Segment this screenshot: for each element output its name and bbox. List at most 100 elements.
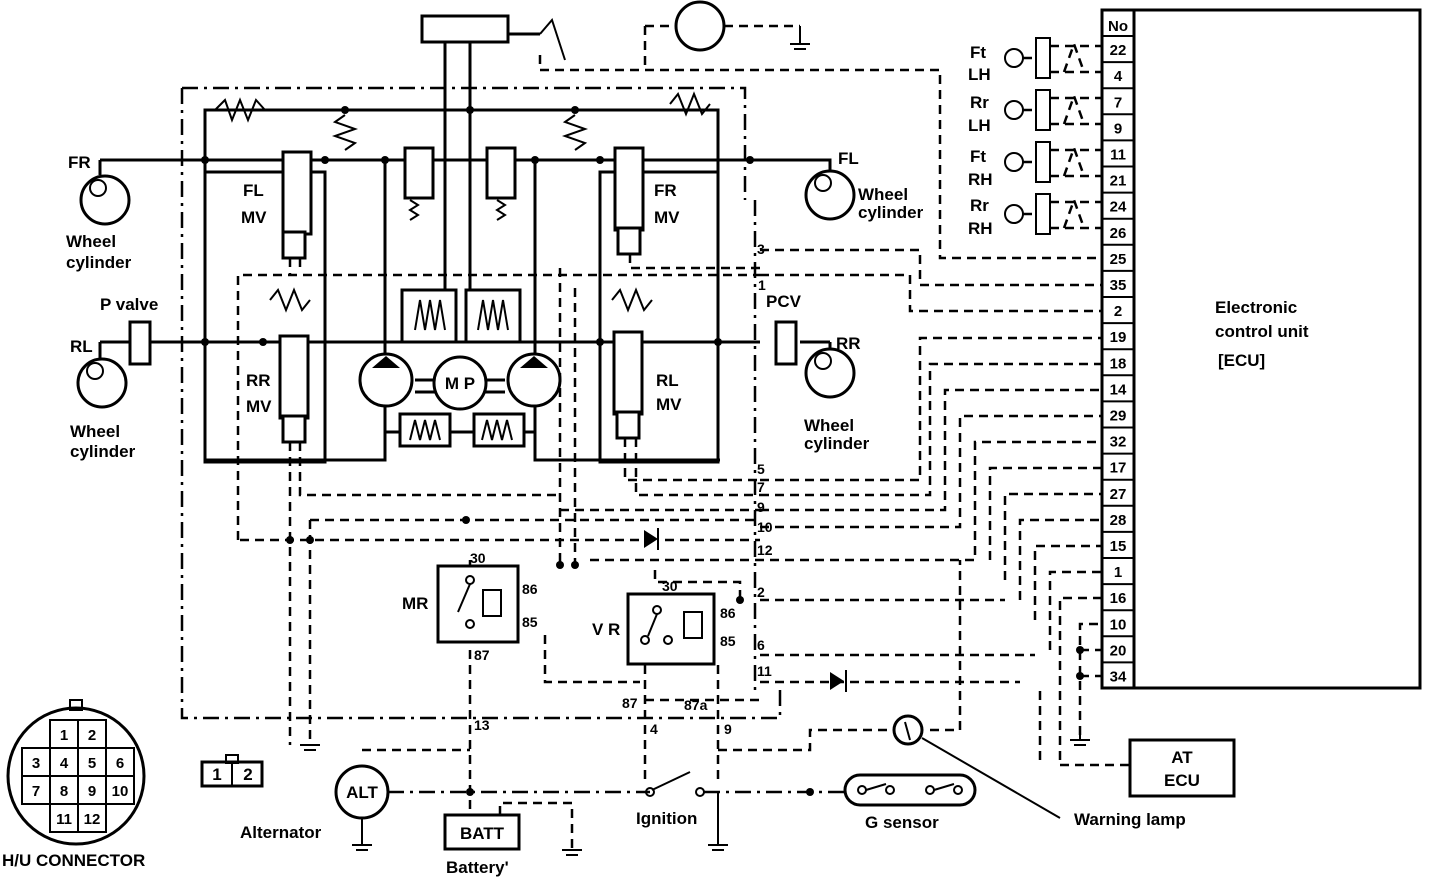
junction-dot — [381, 156, 389, 164]
ecu-pin-29: 29 — [1110, 408, 1127, 425]
sensor-wire-2 — [1023, 144, 1102, 178]
wire-numbers: 3 1 5 7 9 10 12 2 6 11 13 4 9 — [474, 241, 773, 737]
wire-4: 4 — [650, 721, 658, 737]
sensor-ftrh-l1: Ft — [970, 147, 986, 166]
junction-dot — [596, 338, 604, 346]
sensor-element-2 — [1035, 141, 1051, 183]
label-rr: RR — [836, 334, 861, 353]
hu-pin-2: 2 — [88, 727, 96, 744]
label-rl-mv-1: RL — [656, 371, 679, 390]
vr-pin-30: 30 — [662, 578, 678, 594]
ecu-pin-16: 16 — [1110, 590, 1127, 607]
top-indicator — [674, 0, 726, 52]
pump-left — [358, 352, 414, 408]
label-rr-wheel: Wheel — [804, 416, 854, 435]
ecu-pin-26: 26 — [1110, 225, 1127, 242]
alt-label: ALT — [346, 783, 378, 802]
hu-pin-9: 9 — [88, 783, 96, 800]
damper-2 — [472, 412, 526, 448]
label-rr-cylinder: cylinder — [804, 434, 870, 453]
wire-13: 13 — [474, 717, 490, 733]
vr-pin-85: 85 — [720, 633, 736, 649]
label-rr-mv-2: MV — [246, 397, 272, 416]
wheel-fl — [804, 169, 856, 221]
small-pin-2: 2 — [243, 765, 252, 784]
p-valve — [128, 320, 152, 366]
junction-dot — [746, 156, 754, 164]
hu-pin-11: 11 — [56, 811, 72, 828]
sensor-wire-3 — [1023, 196, 1102, 230]
vr-pin-87: 87 — [622, 695, 638, 711]
vr-pin-86: 86 — [720, 605, 736, 621]
pcv-valve — [774, 320, 798, 366]
valve-relay — [626, 592, 716, 666]
sensor-element-3 — [1035, 193, 1051, 235]
wire-9: 9 — [757, 499, 765, 515]
label-p-valve: P valve — [100, 295, 158, 314]
label-rl: RL — [70, 337, 93, 356]
hydraulic-labels: FR Wheel cylinder FL Wheel cylinder RL W… — [66, 149, 924, 461]
battery — [443, 813, 521, 851]
ecu-pin-1: 1 — [1114, 564, 1122, 581]
junction-dot — [201, 338, 209, 346]
wire-1: 1 — [758, 277, 766, 293]
wheel-fr — [79, 174, 131, 226]
label-pcv: PCV — [766, 292, 802, 311]
wire-12: 12 — [757, 542, 773, 558]
wire-3: 3 — [757, 241, 765, 257]
hydraulic-loop-left — [203, 170, 327, 464]
resistors — [214, 91, 711, 313]
motor-label: M P — [445, 374, 475, 393]
label-fl-mv-2: MV — [241, 208, 267, 227]
ecu-pin-20: 20 — [1110, 642, 1127, 659]
wire-9b: 9 — [724, 721, 732, 737]
sensor-wire-0 — [1023, 40, 1102, 74]
ecu-pin-4: 4 — [1114, 68, 1123, 85]
hu-connector-title: H/U CONNECTOR — [2, 851, 145, 870]
sensor-rrrh-l1: Rr — [970, 196, 989, 215]
check-valve-right — [485, 146, 517, 200]
label-fl-cylinder: cylinder — [858, 203, 924, 222]
level-switch — [539, 17, 566, 61]
ecu-pin-18: 18 — [1110, 355, 1127, 372]
sensor-coil-3 — [1004, 204, 1024, 224]
valve-rl-mv — [612, 330, 644, 416]
hu-pin-7: 7 — [32, 783, 40, 800]
sensor-ftrh-l2: RH — [968, 170, 993, 189]
sensor-coil-2 — [1004, 152, 1024, 172]
sensor-rrlh-l1: Rr — [970, 93, 989, 112]
ecu-pin-21: 21 — [1110, 173, 1127, 190]
ecu-body — [1132, 8, 1422, 690]
ecu-pin-28: 28 — [1110, 512, 1127, 529]
ecu-block: No 2247911212426253521918142932172728151… — [1100, 8, 1422, 690]
alternator-label: Alternator — [240, 823, 322, 842]
batt-label: BATT — [460, 824, 505, 843]
ecu-pin-10: 10 — [1110, 616, 1127, 633]
label-fr-mv-1: FR — [654, 181, 677, 200]
at-ecu — [1128, 738, 1236, 798]
solenoid-valves: M P — [278, 146, 645, 448]
junction-dot — [466, 106, 474, 114]
ecu-pin-32: 32 — [1110, 434, 1127, 451]
ecu-pin-9: 9 — [1114, 120, 1122, 137]
ecu-pin-25: 25 — [1110, 251, 1127, 268]
ecu-title-3: [ECU] — [1218, 351, 1265, 370]
wire-11: 11 — [757, 663, 772, 679]
hu-pin-3: 3 — [32, 755, 40, 772]
hu-pin-6: 6 — [116, 755, 124, 772]
ecu-pin-19: 19 — [1110, 329, 1127, 346]
ecu-pin-17: 17 — [1110, 460, 1127, 477]
vr-pin-87a: 87a — [684, 697, 708, 713]
small-pin-1: 1 — [212, 765, 221, 784]
check-valve-left — [403, 146, 435, 200]
g-sensor — [843, 773, 977, 807]
pump-motor — [432, 355, 488, 411]
hydraulic-loop-right — [598, 170, 720, 464]
junction-dot — [596, 156, 604, 164]
label-fr-wheel: Wheel — [66, 232, 116, 251]
hu-pin-5: 5 — [88, 755, 96, 772]
hu-pin-1: 1 — [60, 727, 68, 744]
hu-pin-8: 8 — [60, 783, 68, 800]
mr-pin-87: 87 — [474, 647, 490, 663]
at-ecu-l1: AT — [1171, 748, 1193, 767]
